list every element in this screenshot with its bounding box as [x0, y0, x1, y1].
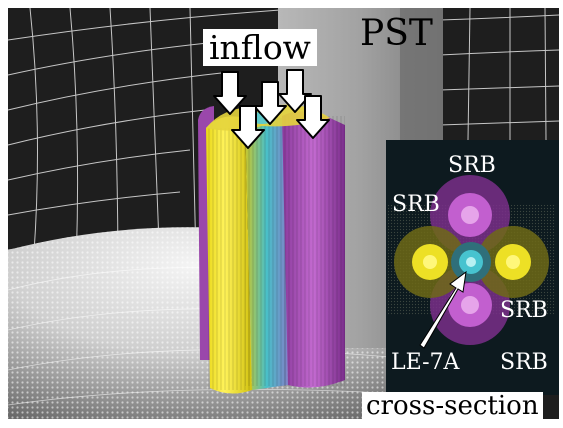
srb-label-right: SRB — [500, 298, 548, 323]
cross-section-label: cross-section — [362, 392, 543, 420]
inflow-arrow-5 — [296, 95, 330, 139]
inflow-arrow-1 — [213, 71, 247, 115]
rocket-model — [198, 104, 345, 394]
pst-label: PST — [360, 13, 433, 54]
srb-label-left: SRB — [392, 192, 440, 217]
inflow-arrow-4 — [231, 105, 265, 149]
inflow-arrows — [213, 69, 330, 149]
inflow-arrow-2 — [253, 81, 287, 125]
cross-section-inset — [386, 140, 559, 395]
inflow-arrow-3 — [278, 69, 312, 113]
srb-label-bottom: SRB — [500, 350, 548, 375]
srb-label-top: SRB — [448, 153, 496, 178]
le7a-pointer-arrow — [419, 270, 467, 349]
le7a-label: LE-7A — [391, 350, 460, 375]
inflow-label: inflow — [203, 29, 317, 66]
